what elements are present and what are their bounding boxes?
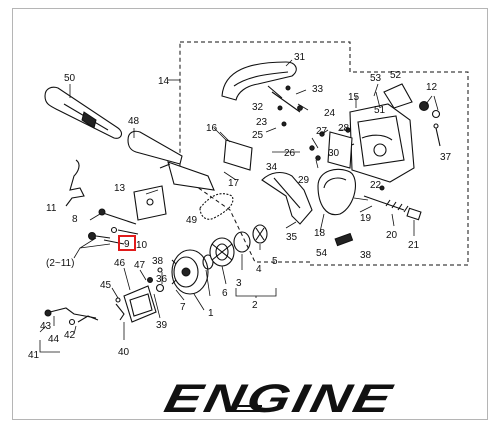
label-21: 21 xyxy=(408,240,420,251)
label-41: 41 xyxy=(28,350,40,361)
brake-band-part xyxy=(317,168,356,216)
label-53: 53 xyxy=(370,73,382,84)
label-2-11: (2~11) xyxy=(46,258,74,269)
label-6: 6 xyxy=(222,288,228,299)
label-34: 34 xyxy=(266,162,278,173)
diagram-frame xyxy=(12,8,488,420)
engine-logo: ENGINE xyxy=(161,375,399,420)
bar-cover-part xyxy=(127,128,183,165)
label-50: 50 xyxy=(64,73,76,84)
label-5: 5 xyxy=(272,256,278,267)
cover-plate-part xyxy=(383,83,413,109)
label-38a: 38 xyxy=(360,250,372,261)
label-20: 20 xyxy=(386,230,398,241)
clutch-part xyxy=(209,237,235,267)
label-11: 11 xyxy=(46,203,57,214)
label-46: 46 xyxy=(114,258,126,269)
label-14: 14 xyxy=(158,76,170,87)
label-2: 2 xyxy=(252,300,258,311)
label-23: 23 xyxy=(256,117,268,128)
spring-ring-part xyxy=(233,231,251,253)
clutch-drum-part xyxy=(171,249,209,295)
label-31: 31 xyxy=(294,52,306,63)
side-plate-part xyxy=(133,185,167,221)
bracket-28-part xyxy=(327,131,353,169)
label-44: 44 xyxy=(48,334,60,345)
clutch-plate-part xyxy=(252,224,268,244)
label-42: 42 xyxy=(64,330,76,341)
bracket-2 xyxy=(235,288,277,297)
brake-rod-part xyxy=(359,195,422,221)
bolts-8-10-part xyxy=(88,208,139,245)
label-48: 48 xyxy=(128,116,140,127)
label-24: 24 xyxy=(324,108,336,119)
label-47: 47 xyxy=(134,260,146,271)
label-19: 19 xyxy=(360,213,372,224)
bolt-37-part xyxy=(433,123,441,147)
plate-16-part xyxy=(219,131,253,171)
label-35: 35 xyxy=(286,232,298,243)
label-13: 13 xyxy=(114,183,126,194)
hook-part xyxy=(65,159,85,207)
guide-bar-part xyxy=(44,84,123,139)
fasteners-group xyxy=(277,85,385,191)
label-16: 16 xyxy=(206,123,218,134)
label-54: 54 xyxy=(316,248,328,259)
label-38b: 38 xyxy=(152,256,164,267)
label-27: 27 xyxy=(316,126,328,137)
label-51: 51 xyxy=(374,105,386,116)
label-17: 17 xyxy=(228,178,240,189)
label-37: 37 xyxy=(440,152,452,163)
label-25: 25 xyxy=(252,130,264,141)
label-32: 32 xyxy=(252,102,264,113)
leader-lines xyxy=(53,83,415,335)
label-36: 36 xyxy=(156,274,168,285)
assembly-outline-14 xyxy=(179,41,469,266)
label-29: 29 xyxy=(298,175,310,186)
chain-bar-part xyxy=(159,161,215,191)
chain-catcher-part xyxy=(261,171,313,225)
label-9: 9 xyxy=(124,239,130,250)
label-15: 15 xyxy=(348,92,360,103)
label-4: 4 xyxy=(256,264,262,275)
pin-38-part xyxy=(334,232,354,247)
oil-pump-part xyxy=(115,267,165,340)
saw-chain-part xyxy=(199,193,234,220)
label-43: 43 xyxy=(40,321,52,332)
oil-hose-part xyxy=(44,307,99,326)
label-28: 28 xyxy=(338,123,350,134)
label-1: 1 xyxy=(208,308,214,319)
label-40: 40 xyxy=(118,347,130,358)
label-8: 8 xyxy=(72,214,78,225)
label-22: 22 xyxy=(370,180,382,191)
label-10: 10 xyxy=(136,240,148,251)
label-39: 39 xyxy=(156,320,168,331)
label-30: 30 xyxy=(328,148,340,159)
label-7: 7 xyxy=(180,302,186,313)
label-12: 12 xyxy=(426,82,438,93)
label-33: 33 xyxy=(312,84,324,95)
part-labels: 50 14 31 33 53 52 12 32 23 24 15 51 48 1… xyxy=(28,52,452,361)
label-49: 49 xyxy=(186,215,198,226)
highlight-box-9[interactable] xyxy=(118,235,136,251)
top-handle-part xyxy=(221,59,301,113)
label-18: 18 xyxy=(314,228,326,239)
housing-part xyxy=(343,103,415,183)
label-45: 45 xyxy=(100,280,112,291)
label-52: 52 xyxy=(390,70,402,81)
bracket-2-11 xyxy=(73,237,97,259)
logo-text: ENGINE xyxy=(161,375,399,420)
label-26: 26 xyxy=(284,148,296,159)
nut-cap-part xyxy=(419,95,441,119)
bracket-41-44 xyxy=(39,340,60,353)
label-3: 3 xyxy=(236,278,242,289)
